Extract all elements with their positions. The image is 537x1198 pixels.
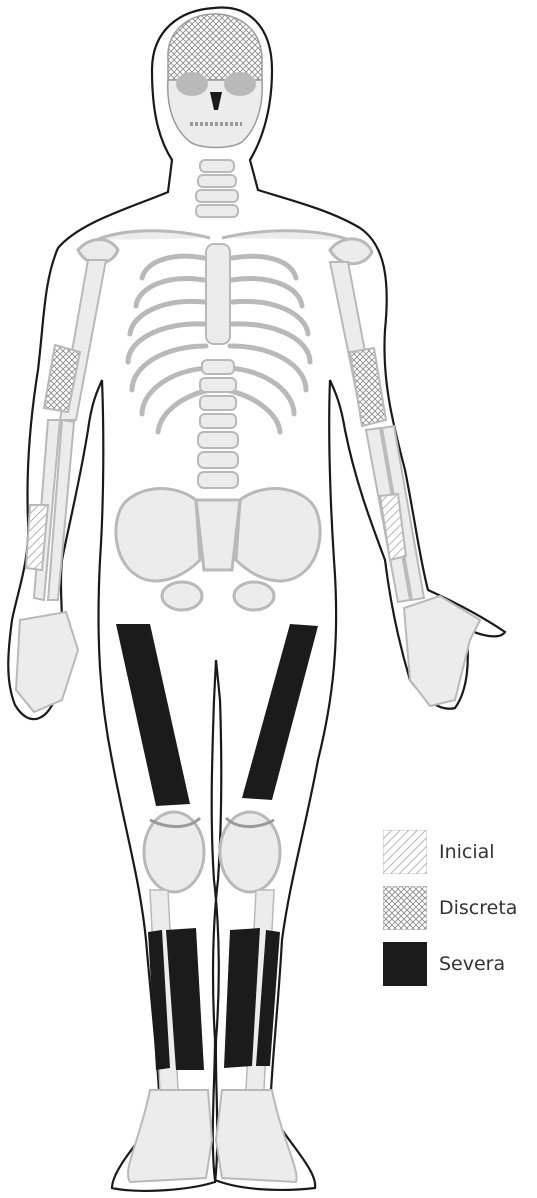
legend-label: Discreta: [439, 897, 517, 919]
legend-item-discreta: Discreta: [383, 884, 533, 932]
legend-item-inicial: Inicial: [383, 828, 533, 876]
lumbar-spine: [198, 360, 238, 488]
legend-label: Severa: [439, 953, 505, 975]
legend-label: Inicial: [439, 841, 495, 863]
skull: [168, 14, 263, 148]
legend: Inicial Discreta Severa: [383, 828, 533, 996]
legend-item-severa: Severa: [383, 940, 533, 988]
solid-swatch: [383, 942, 427, 986]
diagonal-hatch-swatch: [383, 830, 427, 874]
crosshatch-swatch: [383, 886, 427, 930]
